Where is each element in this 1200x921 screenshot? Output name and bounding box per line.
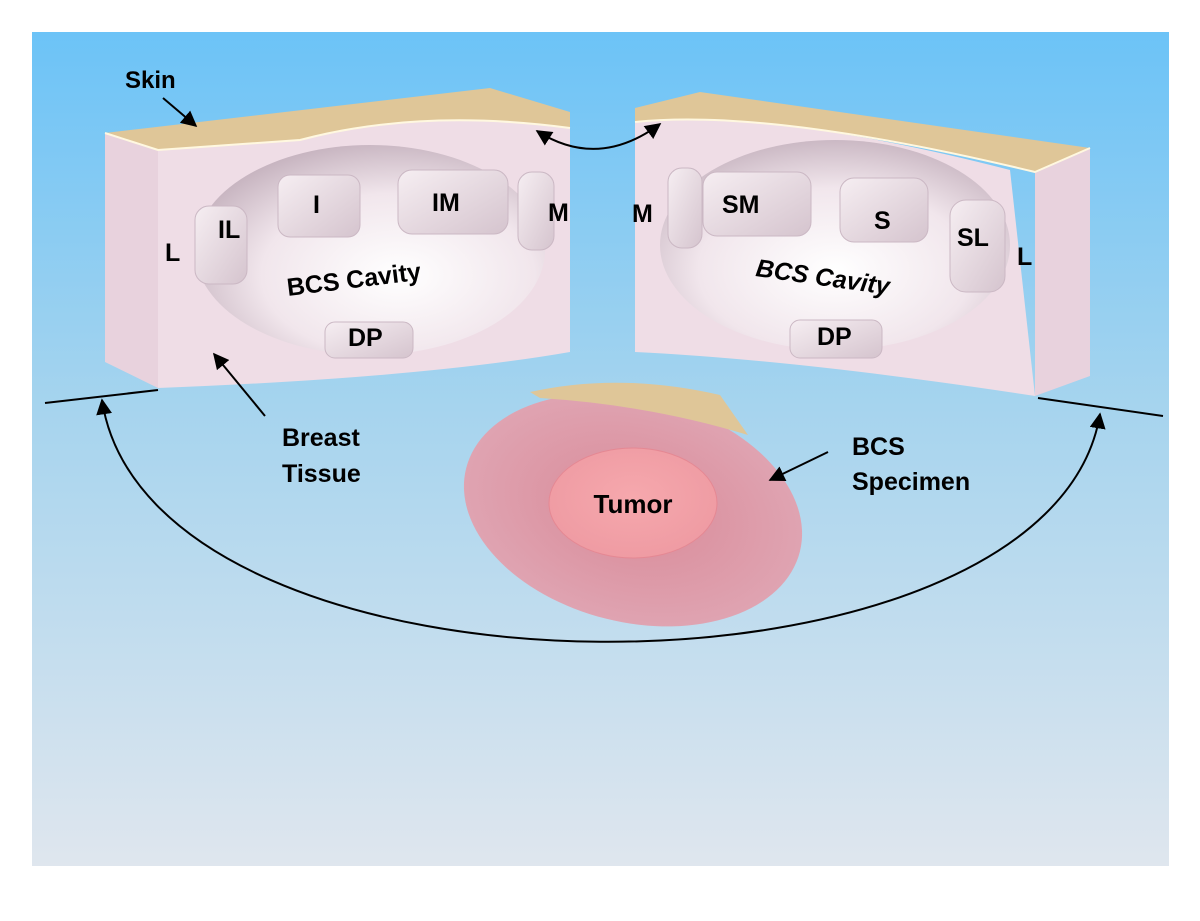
left-pocket-dp [324,321,414,359]
tumor [548,447,718,559]
right-m-label: M [632,200,653,228]
right-skin-edge [634,118,1091,174]
breast-tissue-label-line1: Breast [282,424,360,452]
bcs-specimen [463,382,803,627]
left-lateral-label: L [165,239,180,267]
right-dp-label: DP [817,323,852,351]
left-skin-edge [104,119,571,152]
right-s-label: S [874,207,891,235]
right-sm-label: SM [722,191,760,219]
right-sl-label: SL [957,224,989,252]
left-block-side-face [105,133,158,388]
skin-pointer-arrow [162,97,198,128]
right-pocket-sl [949,199,1006,293]
rotation-arrow-bottom [96,398,1106,643]
right-block-side-face [1035,148,1090,396]
breast-tissue-label-line2: Tissue [282,460,361,488]
left-tissue-block [104,88,571,389]
right-pocket-dp [789,319,883,359]
left-reference-line [44,389,159,404]
left-pocket-il [194,205,248,285]
right-pocket-s [839,177,929,243]
left-pocket-i [277,174,361,238]
right-pocket-sm [702,171,812,237]
bcs-specimen-label-line1: BCS [852,433,905,461]
left-il-label: IL [218,216,240,244]
specimen-pointer-arrow [768,451,829,481]
left-pocket-im [397,169,509,235]
left-block-skin [105,88,570,150]
left-i-label: I [313,191,320,219]
left-dp-label: DP [348,324,383,352]
rotation-arrow-top [535,123,662,150]
left-m-label: M [548,199,569,227]
skin-label: Skin [125,67,176,94]
tumor-label: Tumor [594,489,673,519]
breast-tissue-pointer-arrow [212,352,266,417]
right-pocket-m [667,167,703,249]
left-im-label: IM [432,189,460,217]
bcs-specimen-label-line2: Specimen [852,468,970,496]
left-pocket-m [517,171,555,251]
right-tissue-block [634,92,1091,396]
right-lateral-label: L [1017,243,1032,271]
right-block-skin [635,92,1090,172]
